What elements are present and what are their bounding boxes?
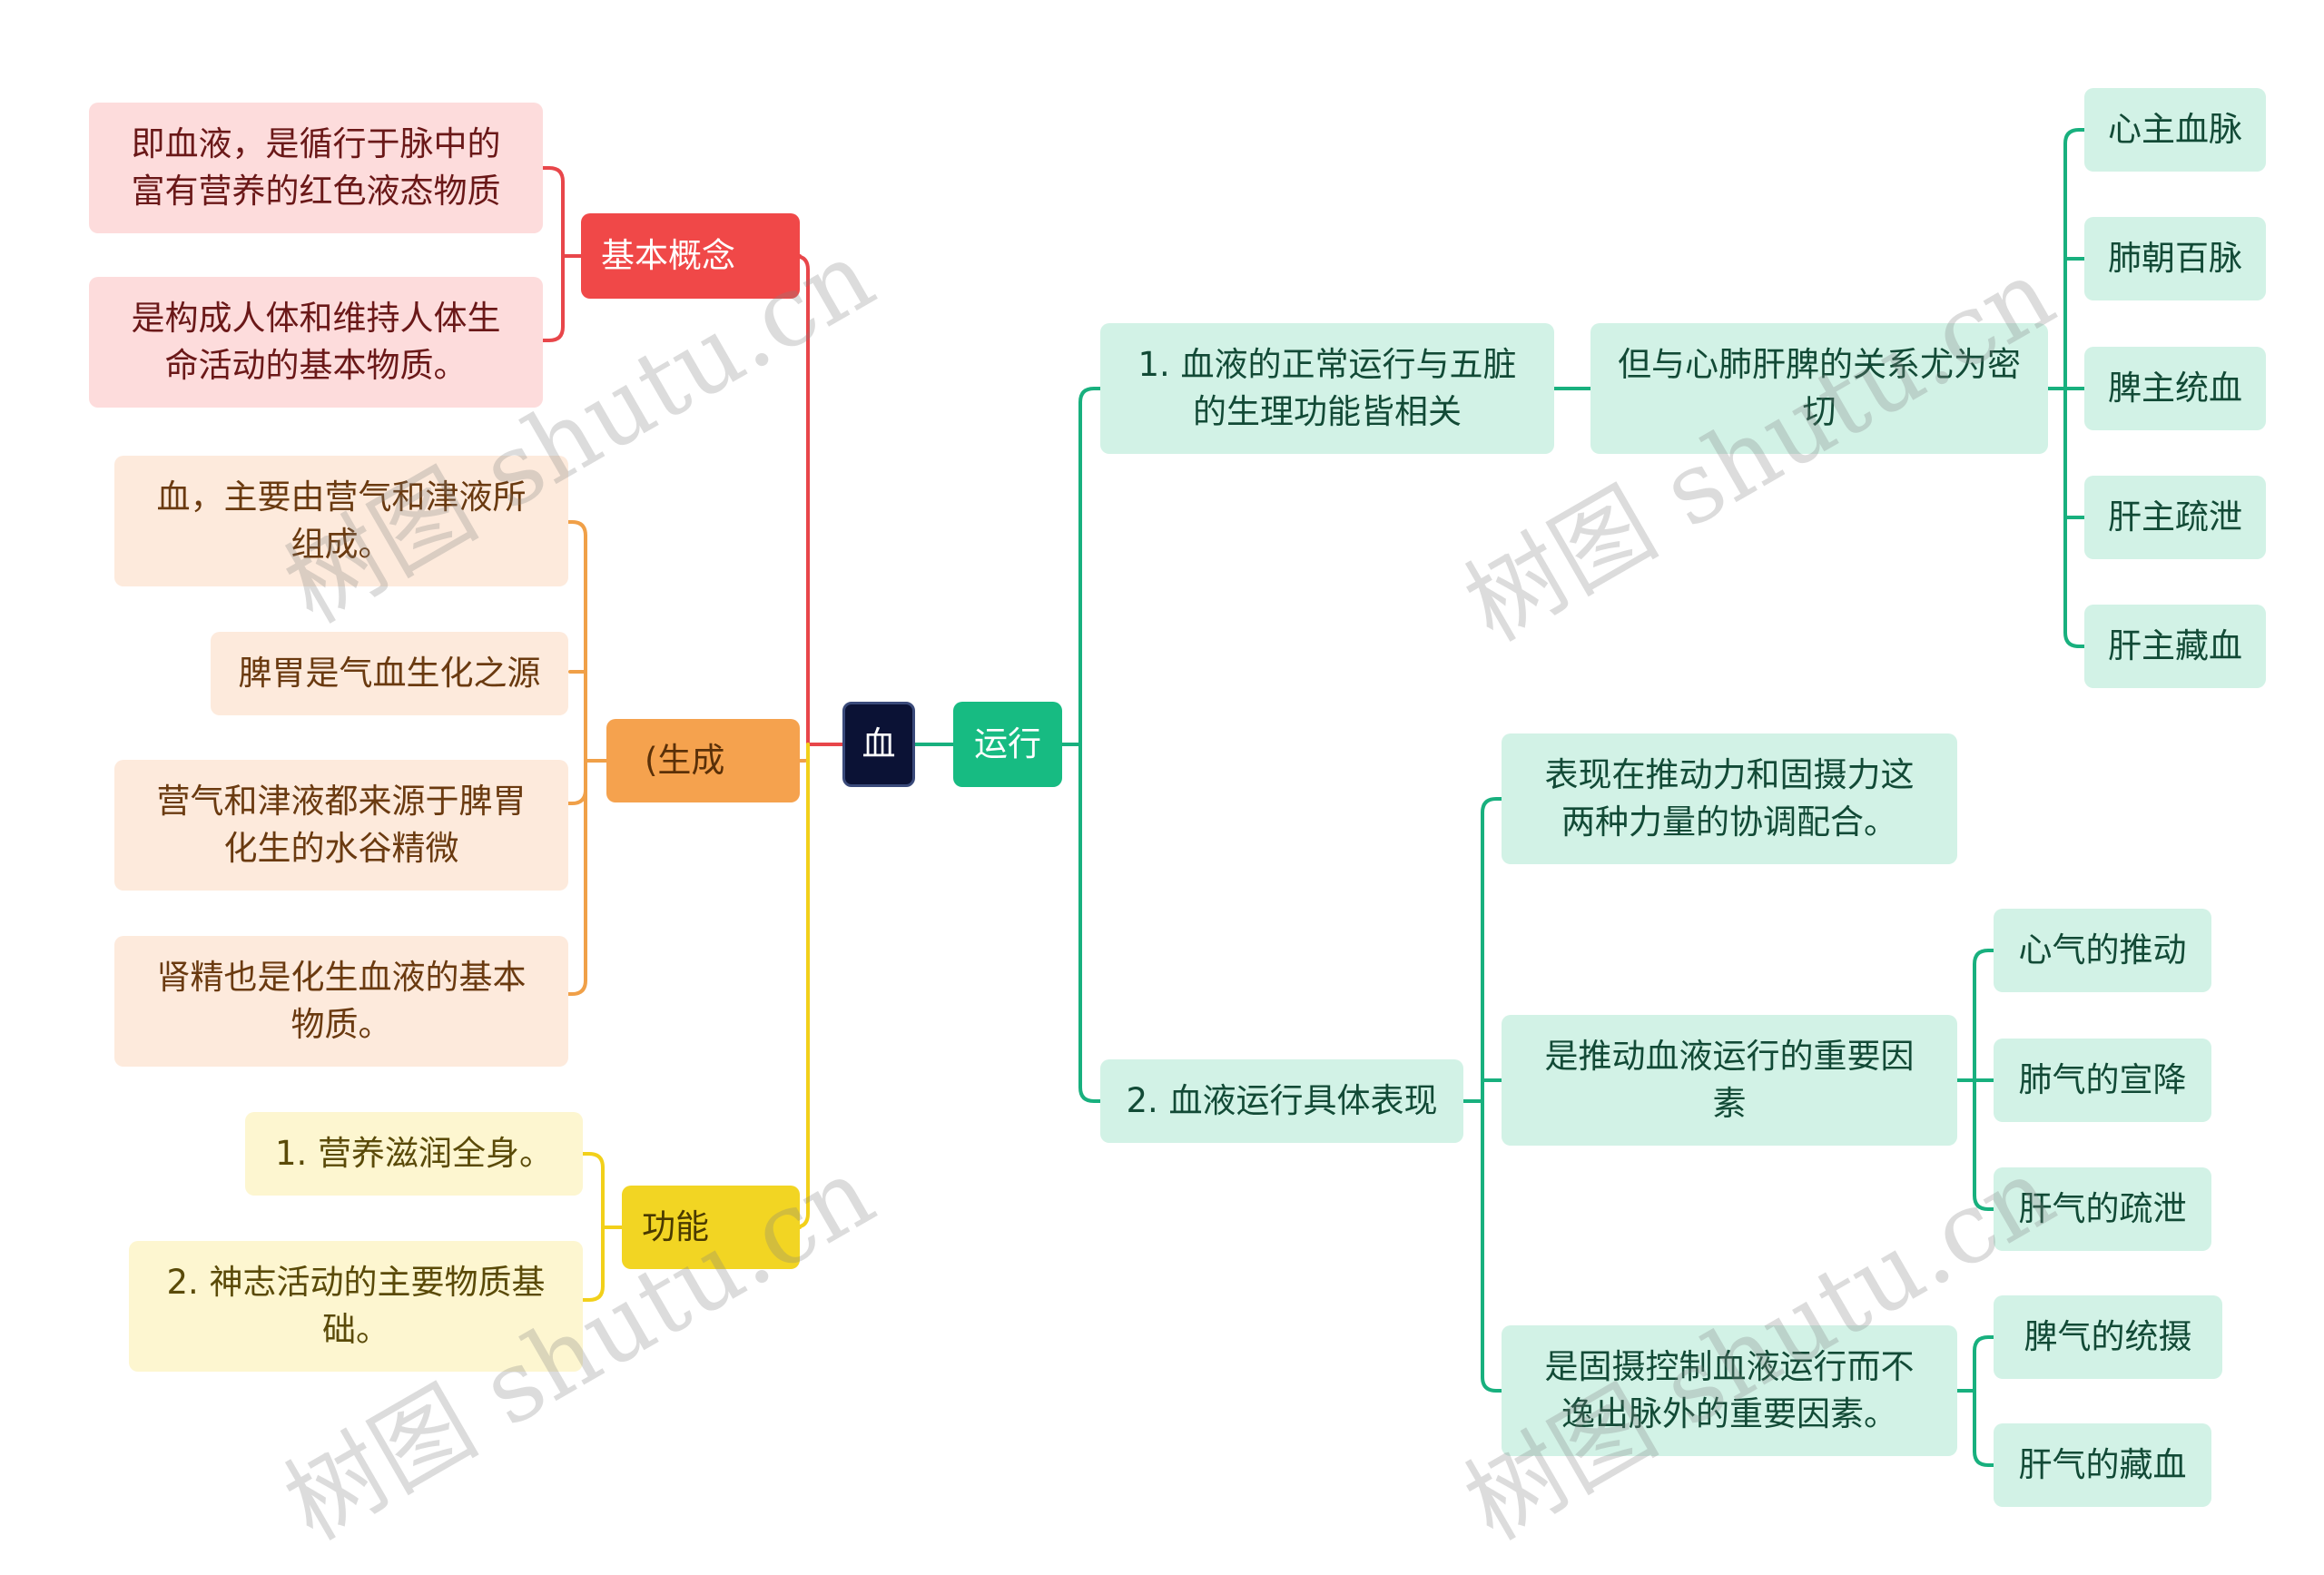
sub1-leaf-2[interactable]: 肺朝百脉 (2084, 217, 2266, 300)
connector-generation (566, 520, 608, 996)
sub1-leaf-1[interactable]: 心主血脉 (2084, 88, 2266, 172)
sub1-leaf-3[interactable]: 脾主统血 (2084, 347, 2266, 430)
sub2-child-1[interactable]: 表现在推动力和固摄力这两种力量的协调配合。 (1502, 733, 1957, 864)
function-item-1[interactable]: 1. 营养滋润全身。 (245, 1112, 583, 1196)
connector-sub1 (1552, 128, 2086, 648)
concept-item-1[interactable]: 即血液，是循行于脉中的富有营养的红色液态物质 (89, 103, 543, 233)
sub1-child[interactable]: 但与心肺肝脾的关系尤为密切 (1590, 323, 2048, 454)
sub1-leaf-5[interactable]: 肝主藏血 (2084, 605, 2266, 688)
sub2-c3-leaf-2[interactable]: 肝气的藏血 (1994, 1423, 2211, 1507)
connector-circulation (1060, 387, 1102, 1103)
circulation-sub1[interactable]: 1. 血液的正常运行与五脏的生理功能皆相关 (1100, 323, 1554, 454)
connector-sub2-c3 (1955, 1335, 1995, 1467)
sub2-child-3[interactable]: 是固摄控制血液运行而不逸出脉外的重要因素。 (1502, 1325, 1957, 1456)
generation-item-2[interactable]: 脾胃是气血生化之源 (211, 632, 568, 715)
root-node[interactable]: 血 (842, 702, 915, 787)
connector-concept (541, 166, 583, 342)
connector-sub2 (1462, 797, 1503, 1393)
branch-concept[interactable]: 基本概念 (581, 213, 800, 299)
connector-root-concept (793, 254, 810, 746)
connector-root-function (793, 743, 810, 1229)
sub2-c2-leaf-1[interactable]: 心气的推动 (1994, 909, 2211, 992)
branch-generation[interactable]: (生成 (606, 719, 800, 802)
branch-circulation[interactable]: 运行 (953, 702, 1062, 787)
generation-item-1[interactable]: 血，主要由营气和津液所组成。 (114, 456, 568, 586)
concept-item-2[interactable]: 是构成人体和维持人体生命活动的基本物质。 (89, 277, 543, 408)
sub1-leaf-4[interactable]: 肝主疏泄 (2084, 476, 2266, 559)
sub2-c2-leaf-2[interactable]: 肺气的宣降 (1994, 1039, 2211, 1122)
sub2-c2-leaf-3[interactable]: 肝气的疏泄 (1994, 1167, 2211, 1251)
sub2-child-2[interactable]: 是推动血液运行的重要因素 (1502, 1015, 1957, 1146)
sub2-c3-leaf-1[interactable]: 脾气的统摄 (1994, 1295, 2222, 1379)
generation-item-4[interactable]: 肾精也是化生血液的基本物质。 (114, 936, 568, 1067)
circulation-sub2[interactable]: 2. 血液运行具体表现 (1100, 1059, 1463, 1143)
branch-function[interactable]: 功能 (622, 1186, 800, 1269)
connector-function (581, 1152, 624, 1302)
function-item-2[interactable]: 2. 神志活动的主要物质基础。 (129, 1241, 583, 1372)
generation-item-3[interactable]: 营气和津液都来源于脾胃化生的水谷精微 (114, 760, 568, 891)
connector-sub2-c2 (1955, 949, 1995, 1211)
